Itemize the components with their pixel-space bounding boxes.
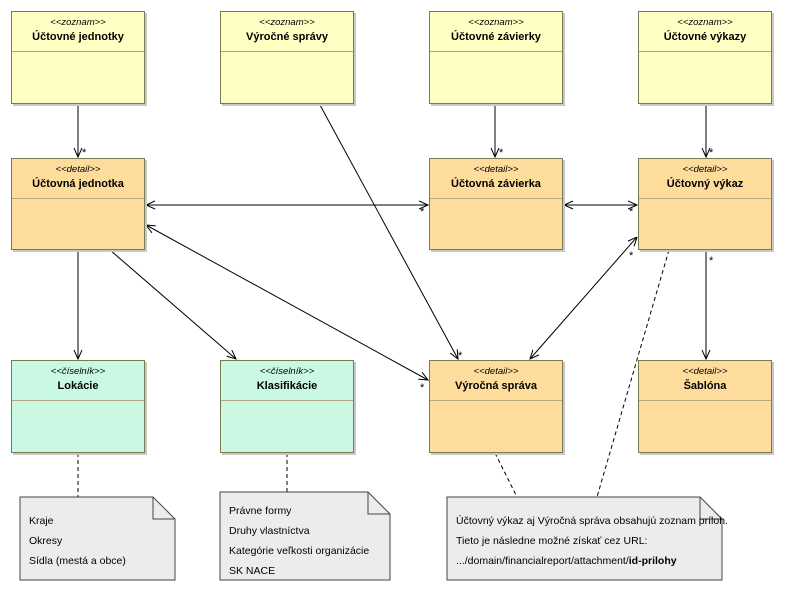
stereotype-label: <<zoznam>> — [259, 17, 315, 28]
stereotype-label: <<číselník>> — [259, 366, 315, 377]
multiplicity-label: * — [82, 147, 87, 159]
class-header: <<detail>> Účtovný výkaz — [639, 159, 771, 199]
class-name: Šablóna — [683, 380, 727, 392]
note-klasifikacie-item: SK NACE — [229, 565, 276, 577]
note-klasifikacie-item: Kategórie veľkosti organizácie — [229, 545, 370, 557]
class-name: Účtovné výkazy — [663, 31, 747, 43]
class-uctovny-vykaz[interactable]: <<detail>> Účtovný výkaz — [638, 158, 772, 250]
class-name: Účtovné jednotky — [32, 31, 124, 43]
class-name: Účtovná závierka — [451, 178, 541, 190]
class-uctovne-vykazy[interactable]: <<zoznam>> Účtovné výkazy — [638, 11, 772, 104]
url-prefix: .../domain/financialreport/attachment/ — [456, 555, 629, 567]
edge-jednotka-klasifikacie — [109, 249, 236, 359]
multiplicity-label: * — [420, 206, 425, 218]
stereotype-label: <<detail>> — [682, 164, 728, 175]
class-name: Účtovné závierky — [451, 31, 541, 43]
class-header: <<detail>> Šablóna — [639, 361, 771, 401]
note-prilohy-url: .../domain/financialreport/attachment/id… — [456, 555, 677, 567]
note-klasifikacie-shape — [219, 491, 391, 581]
stereotype-label: <<zoznam>> — [468, 17, 524, 28]
stereotype-label: <<zoznam>> — [50, 17, 106, 28]
class-header: <<detail>> Účtovná závierka — [430, 159, 562, 199]
class-name: Výročná správa — [455, 380, 537, 392]
class-name: Výročné správy — [246, 31, 328, 43]
note-prilohy-shape — [446, 496, 723, 581]
note-lokacie-item: Okresy — [29, 535, 63, 547]
stereotype-label: <<detail>> — [473, 366, 519, 377]
class-name: Lokácie — [57, 380, 99, 392]
note-lokacie-item: Kraje — [29, 515, 54, 527]
note-lokacie-shape — [19, 496, 176, 581]
class-header: <<číselník>> Lokácie — [12, 361, 144, 401]
class-header: <<detail>> Účtovná jednotka — [12, 159, 144, 199]
multiplicity-label: * — [709, 147, 714, 159]
class-header: <<detail>> Výročná správa — [430, 361, 562, 401]
multiplicity-label: * — [420, 382, 425, 394]
class-uctovne-zavierky[interactable]: <<zoznam>> Účtovné závierky — [429, 11, 563, 104]
note-link-vykaz — [596, 249, 670, 498]
edge-jednotka-sprava — [146, 225, 428, 380]
note-klasifikacie-item: Právne formy — [229, 505, 292, 517]
multiplicity-label: * — [458, 350, 463, 362]
stereotype-label: <<detail>> — [55, 164, 101, 175]
stereotype-label: <<číselník>> — [50, 366, 106, 377]
class-name: Účtovná jednotka — [32, 178, 124, 190]
url-param: id-prilohy — [628, 555, 677, 567]
multiplicity-label: * — [499, 147, 504, 159]
class-name: Účtovný výkaz — [666, 178, 744, 190]
multiplicity-label: * — [629, 206, 634, 218]
class-header: <<číselník>> Klasifikácie — [221, 361, 353, 401]
note-lokacie-item: Sídla (mestá a obce) — [29, 555, 126, 567]
note-prilohy-line: Tieto je následne možné získať cez URL: — [456, 535, 648, 547]
class-sablona[interactable]: <<detail>> Šablóna — [638, 360, 772, 453]
class-uctovne-jednotky[interactable]: <<zoznam>> Účtovné jednotky — [11, 11, 145, 104]
class-header: <<zoznam>> Účtovné závierky — [430, 12, 562, 52]
stereotype-label: <<detail>> — [682, 366, 728, 377]
multiplicity-label: * — [709, 255, 714, 267]
edge-vykaz-sprava — [530, 237, 637, 359]
class-header: <<zoznam>> Účtovné výkazy — [639, 12, 771, 52]
note-link-sprava — [494, 452, 518, 498]
class-uctovna-jednotka[interactable]: <<detail>> Účtovná jednotka — [11, 158, 145, 250]
class-uctovna-zavierka[interactable]: <<detail>> Účtovná závierka — [429, 158, 563, 250]
class-header: <<zoznam>> Účtovné jednotky — [12, 12, 144, 52]
note-klasifikacie-item: Druhy vlastníctva — [229, 525, 310, 537]
class-klasifikacie[interactable]: <<číselník>> Klasifikácie — [220, 360, 354, 453]
class-name: Klasifikácie — [256, 380, 318, 392]
stereotype-label: <<detail>> — [473, 164, 519, 175]
note-prilohy-line: Účtovný výkaz aj Výročná správa obsahujú… — [456, 515, 728, 527]
class-vyrocna-sprava[interactable]: <<detail>> Výročná správa — [429, 360, 563, 453]
stereotype-label: <<zoznam>> — [677, 17, 733, 28]
class-vyrocne-spravy[interactable]: <<zoznam>> Výročné správy — [220, 11, 354, 104]
multiplicity-label: * — [629, 250, 634, 262]
class-header: <<zoznam>> Výročné správy — [221, 12, 353, 52]
class-lokacie[interactable]: <<číselník>> Lokácie — [11, 360, 145, 453]
